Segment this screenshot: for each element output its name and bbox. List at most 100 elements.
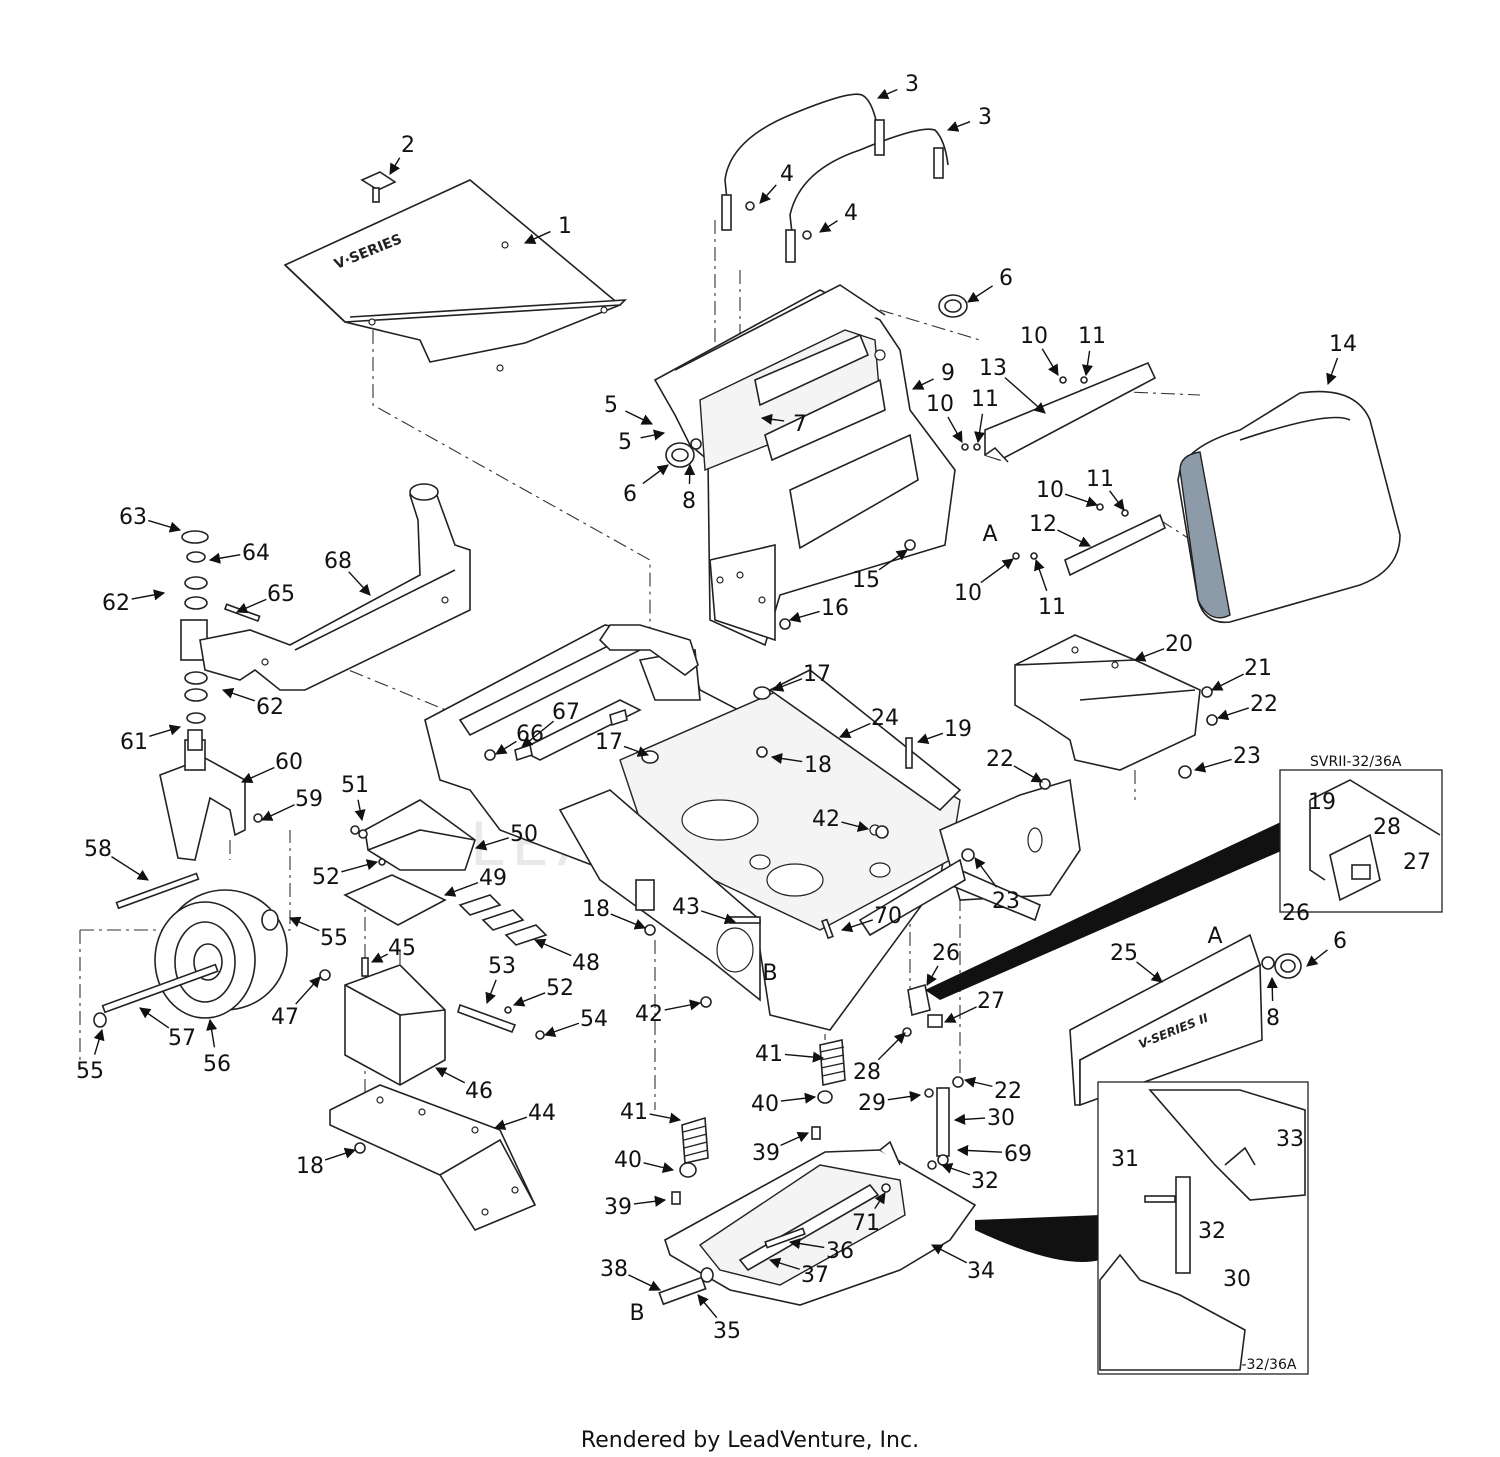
callout-57[interactable]: 57 xyxy=(139,1007,196,1051)
inset-callout-33[interactable]: 33 xyxy=(1276,1127,1304,1152)
callout-2[interactable]: 2 xyxy=(389,133,415,175)
sensor-part-26-27[interactable] xyxy=(902,983,943,1098)
callout-55[interactable]: 55 xyxy=(76,1028,105,1084)
battery-cover-part-50[interactable] xyxy=(364,799,476,871)
control-tower-part-9[interactable] xyxy=(653,284,956,647)
callout-62[interactable]: 62 xyxy=(102,589,166,616)
caster-fork-part-60[interactable] xyxy=(115,739,263,910)
callout-55[interactable]: 55 xyxy=(288,916,348,951)
callout-17[interactable]: 17 xyxy=(595,730,650,757)
callout-10[interactable]: 10 xyxy=(1036,478,1099,508)
knob-part-2[interactable] xyxy=(360,171,397,203)
inset-callout-31[interactable]: 31 xyxy=(1111,1147,1139,1172)
spacers-part-48[interactable] xyxy=(458,894,548,946)
callout-58[interactable]: 58 xyxy=(84,837,149,881)
callout-6[interactable]: 6 xyxy=(623,464,669,507)
callout-40[interactable]: 40 xyxy=(751,1092,817,1117)
strap-part-53-54[interactable] xyxy=(457,1003,545,1040)
inset-callout-30[interactable]: 30 xyxy=(1223,1267,1251,1292)
callout-5[interactable]: 5 xyxy=(618,429,666,455)
callout-20[interactable]: 20 xyxy=(1133,632,1193,662)
callout-67[interactable]: 67 xyxy=(521,700,580,748)
callout-39[interactable]: 39 xyxy=(752,1132,810,1166)
callout-4[interactable]: 4 xyxy=(819,201,858,233)
callout-7[interactable]: 7 xyxy=(760,412,807,437)
callout-41[interactable]: 41 xyxy=(620,1100,682,1125)
caster-arm-part-68[interactable] xyxy=(199,483,471,691)
callout-13[interactable]: 13 xyxy=(979,356,1046,414)
callout-42[interactable]: 42 xyxy=(635,999,702,1027)
nut-cap-part-6[interactable] xyxy=(665,294,1302,979)
callout-61[interactable]: 61 xyxy=(120,724,182,755)
inset-callout-19[interactable]: 19 xyxy=(1308,790,1336,815)
callout-40[interactable]: 40 xyxy=(614,1148,675,1174)
callout-42[interactable]: 42 xyxy=(812,807,870,832)
callout-11[interactable]: 11 xyxy=(1078,324,1106,377)
callout-6[interactable]: 6 xyxy=(1306,929,1347,967)
callout-19[interactable]: 19 xyxy=(916,717,972,744)
inset-callout-26[interactable]: 26 xyxy=(1282,901,1310,926)
callout-21[interactable]: 21 xyxy=(1210,656,1272,691)
callout-23[interactable]: 23 xyxy=(974,857,1020,914)
washer-part-8[interactable] xyxy=(690,438,1275,970)
rear-cover-part-20[interactable] xyxy=(1014,634,1201,771)
callout-27[interactable]: 27 xyxy=(943,989,1005,1023)
callout-65[interactable]: 65 xyxy=(235,582,295,614)
spring-stack-part-41[interactable] xyxy=(681,1039,846,1164)
callout-49[interactable]: 49 xyxy=(443,866,507,897)
callout-51[interactable]: 51 xyxy=(341,773,369,822)
seat-bracket-part-12[interactable] xyxy=(1064,513,1167,577)
nuts-part-18[interactable] xyxy=(354,746,768,1154)
spring-caps-part-39-40[interactable] xyxy=(671,1090,833,1205)
floor-cover-part-1[interactable]: V·SERIES xyxy=(283,179,628,372)
fasteners-part-51-52[interactable] xyxy=(350,825,512,1014)
callout-59[interactable]: 59 xyxy=(260,787,323,821)
callout-14[interactable]: 14 xyxy=(1326,332,1357,386)
callout-60[interactable]: 60 xyxy=(240,750,303,784)
bolts-part-15-16[interactable] xyxy=(779,539,916,630)
callout-63[interactable]: 63 xyxy=(119,505,182,533)
callout-52[interactable]: 52 xyxy=(512,976,574,1007)
callout-12[interactable]: 12 xyxy=(1029,512,1092,547)
callout-15[interactable]: 15 xyxy=(852,549,908,593)
callout-44[interactable]: 44 xyxy=(493,1101,556,1131)
chassis-frame[interactable] xyxy=(424,624,1081,1031)
callout-53[interactable]: 53 xyxy=(485,954,516,1005)
foot-platform-part-34[interactable] xyxy=(664,1140,977,1306)
front-plate-part-25[interactable]: V-SERIES II xyxy=(1069,933,1263,1107)
inset-callout-27[interactable]: 27 xyxy=(1403,850,1431,875)
callout-34[interactable]: 34 xyxy=(931,1244,995,1284)
callout-36[interactable]: 36 xyxy=(788,1238,854,1264)
seat-bracket-part-13[interactable] xyxy=(984,361,1157,463)
callout-54[interactable]: 54 xyxy=(543,1007,608,1037)
fasteners-part-10-11[interactable] xyxy=(961,376,1129,560)
handle-bar-part-3[interactable] xyxy=(721,93,949,263)
callout-29[interactable]: 29 xyxy=(858,1090,922,1116)
callout-37[interactable]: 37 xyxy=(768,1257,829,1288)
callout-28[interactable]: 28 xyxy=(853,1032,906,1085)
callout-30[interactable]: 30 xyxy=(953,1106,1015,1131)
seat-cushion-part-14[interactable] xyxy=(1177,390,1401,624)
callout-16[interactable]: 16 xyxy=(788,596,849,623)
battery-box-part-46[interactable] xyxy=(344,964,446,1086)
callout-22[interactable]: 22 xyxy=(1216,692,1278,721)
callout-69[interactable]: 69 xyxy=(956,1142,1032,1167)
callout-38[interactable]: 38 xyxy=(600,1257,662,1291)
callout-10[interactable]: 10 xyxy=(954,558,1014,606)
callout-8[interactable]: 8 xyxy=(682,463,696,514)
bolts-part-21-22-23[interactable] xyxy=(952,686,1218,1088)
fasteners-part-45-47[interactable] xyxy=(319,957,369,981)
caster-wheel-part-56[interactable] xyxy=(154,889,288,1019)
callout-17[interactable]: 17 xyxy=(771,662,831,692)
callout-52[interactable]: 52 xyxy=(312,859,379,890)
brackets-part-66-67[interactable] xyxy=(484,708,628,762)
callout-4[interactable]: 4 xyxy=(759,162,794,204)
callout-8[interactable]: 8 xyxy=(1266,976,1280,1031)
callout-45[interactable]: 45 xyxy=(370,936,416,963)
callout-22[interactable]: 22 xyxy=(963,1076,1022,1104)
callout-10[interactable]: 10 xyxy=(926,392,963,443)
callout-64[interactable]: 64 xyxy=(208,541,270,566)
callout-68[interactable]: 68 xyxy=(324,549,371,596)
callout-25[interactable]: 25 xyxy=(1110,941,1163,983)
callout-56[interactable]: 56 xyxy=(203,1018,231,1077)
